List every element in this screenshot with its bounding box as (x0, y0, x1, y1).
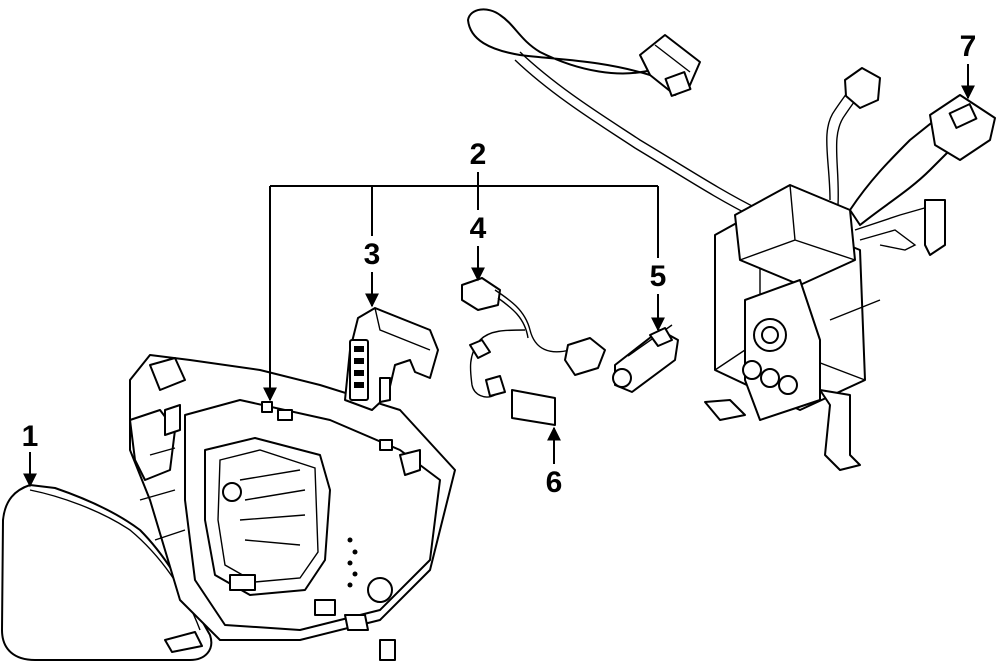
main-housing (129, 354, 456, 661)
trim-cover (1, 484, 213, 661)
callout-1: 1 (21, 420, 39, 453)
callout-3: 3 (363, 238, 381, 271)
callout-4: 4 (469, 212, 487, 245)
sub-harness (461, 277, 606, 398)
callout-7: 7 (959, 30, 977, 63)
small-switch (612, 324, 679, 393)
leader-lines (23, 64, 975, 488)
switch-bracket (344, 307, 439, 411)
callout-2: 2 (469, 138, 487, 171)
wiring-harness-assembly (467, 8, 996, 471)
label-pad (511, 389, 556, 426)
callout-6: 6 (545, 466, 563, 499)
callout-5: 5 (649, 260, 667, 293)
